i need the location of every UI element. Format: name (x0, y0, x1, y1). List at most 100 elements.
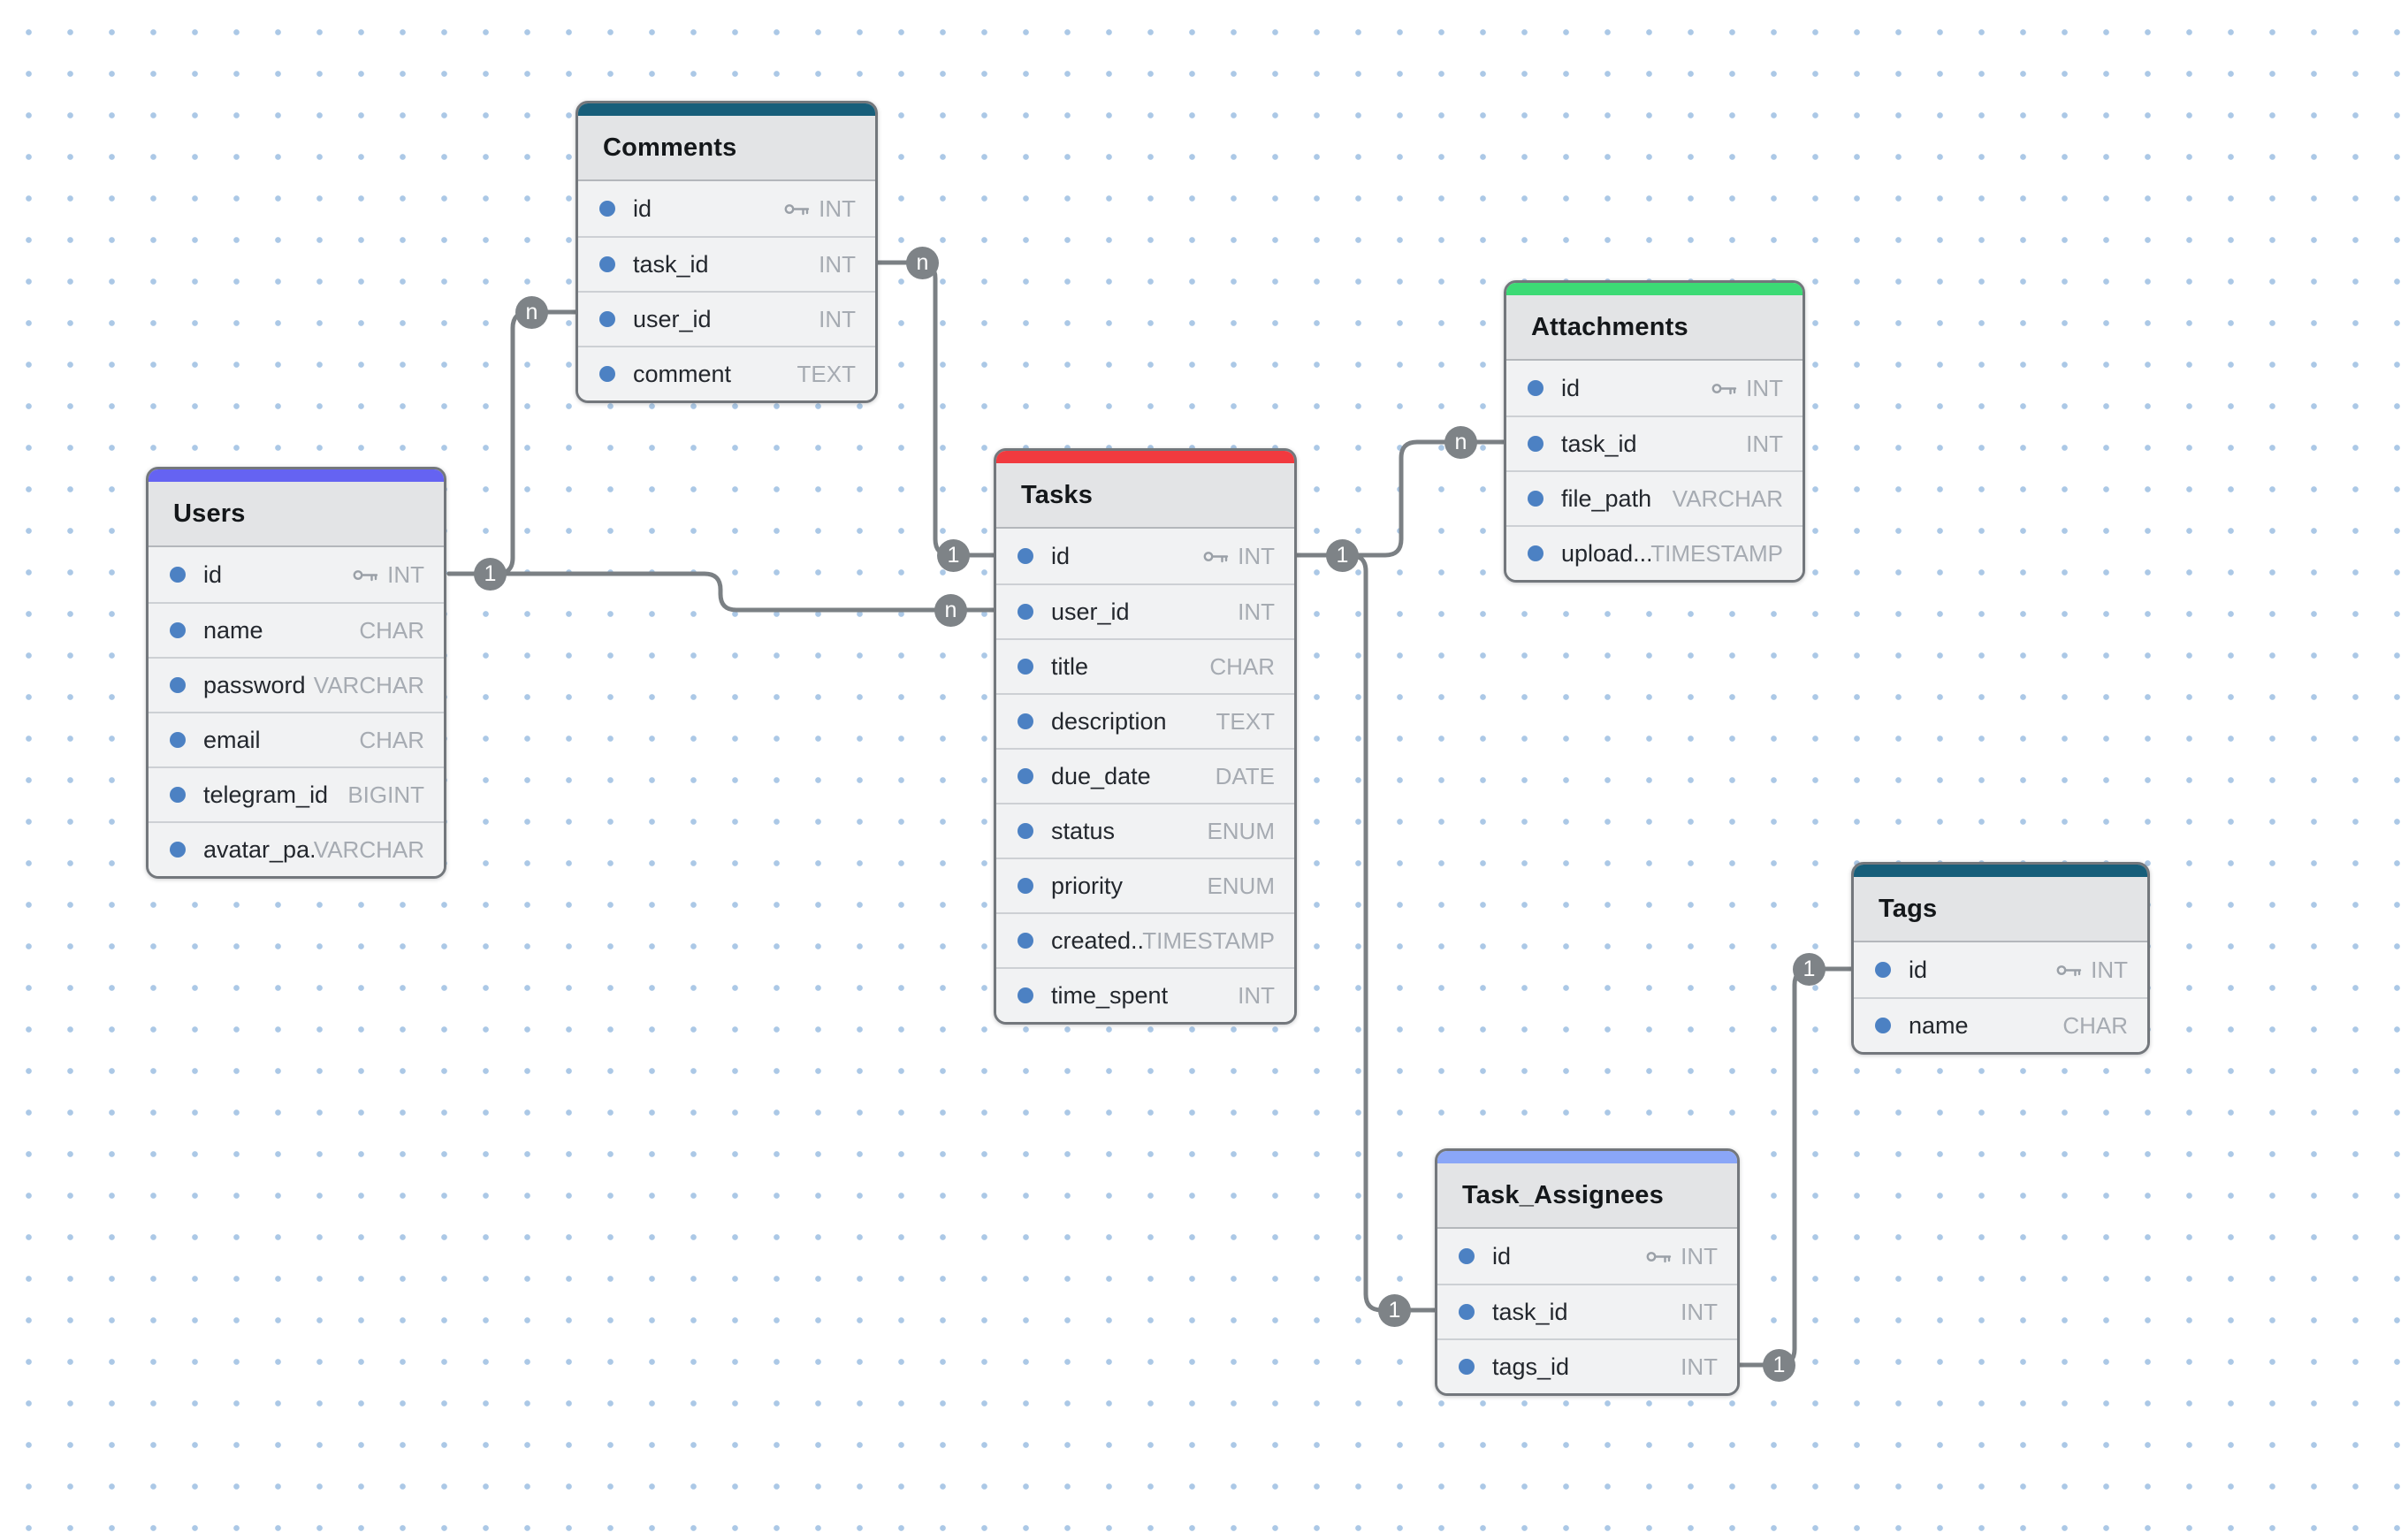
field-row-users-password[interactable]: password VARCHAR (149, 657, 444, 712)
field-type-group: TEXT (797, 361, 856, 388)
table-accent-bar (149, 469, 444, 482)
field-name: id (1492, 1242, 1512, 1269)
field-row-tasks-time-spent[interactable]: time_spent INT (996, 967, 1294, 1022)
field-type-group: INT (2056, 957, 2128, 984)
table-accent-bar (996, 451, 1294, 463)
field-row-comments-user-id[interactable]: user_id INT (578, 291, 875, 346)
field-type-group: INT (819, 251, 856, 278)
field-name: avatar_pa... (203, 835, 314, 863)
field-name: due_date (1051, 762, 1151, 789)
cardinality-badge: 1 (474, 558, 507, 591)
relationship-line-users-tasks[interactable] (446, 571, 996, 613)
field-row-users-email[interactable]: email CHAR (149, 712, 444, 766)
table-title: Users (173, 499, 246, 528)
field-row-task-assignees-id[interactable]: id INT (1437, 1229, 1737, 1284)
field-row-users-name[interactable]: name CHAR (149, 602, 444, 657)
field-row-tasks-title[interactable]: title CHAR (996, 638, 1294, 693)
field-name: tags_id (1492, 1353, 1570, 1380)
table-tags[interactable]: Tags id INT name CHAR (1851, 862, 2150, 1055)
field-row-tasks-status[interactable]: status ENUM (996, 803, 1294, 858)
field-dot-icon (1018, 823, 1033, 839)
table-header-users[interactable]: Users (149, 482, 444, 547)
field-row-comments-id[interactable]: id INT (578, 181, 875, 236)
field-row-comments-comment[interactable]: comment TEXT (578, 346, 875, 400)
field-type: BIGINT (347, 781, 424, 808)
table-accent-bar (578, 103, 875, 116)
field-row-task-assignees-task-id[interactable]: task_id INT (1437, 1284, 1737, 1338)
field-row-users-id[interactable]: id INT (149, 547, 444, 602)
field-row-tasks-user-id[interactable]: user_id INT (996, 583, 1294, 638)
table-header-attachments[interactable]: Attachments (1506, 295, 1803, 361)
field-name: description (1051, 707, 1167, 735)
field-type-group: CHAR (2062, 1012, 2128, 1040)
relationship-line-tasks-comments[interactable] (875, 260, 996, 558)
field-name: id (1561, 374, 1581, 401)
field-type-group: ENUM (1207, 873, 1275, 900)
field-name: task_id (1561, 430, 1637, 457)
field-type-group: INT (1681, 1353, 1718, 1381)
field-dot-icon (1018, 768, 1033, 784)
field-row-tags-name[interactable]: name CHAR (1854, 997, 2147, 1052)
field-name: id (203, 560, 223, 588)
relationship-line-tags-task-assignees[interactable] (1737, 966, 1854, 1368)
table-header-tags[interactable]: Tags (1854, 877, 2147, 942)
table-comments[interactable]: Comments id INT task_id INT user_id INT … (575, 101, 878, 403)
field-name: comment (633, 360, 732, 387)
field-dot-icon (1528, 491, 1544, 507)
table-header-tasks[interactable]: Tasks (996, 463, 1294, 529)
field-name: password (203, 671, 306, 698)
field-type: INT (2091, 956, 2128, 983)
field-type: INT (819, 305, 856, 332)
field-row-attachments-uploaded-at[interactable]: upload... TIMESTAMP (1506, 525, 1803, 580)
field-row-tasks-created-at[interactable]: created... TIMESTAMP (996, 912, 1294, 967)
field-row-tags-id[interactable]: id INT (1854, 942, 2147, 997)
field-type-group: INT (1238, 982, 1275, 1010)
field-row-users-avatar-path[interactable]: avatar_pa... VARCHAR (149, 821, 444, 876)
cardinality-badge: n (934, 594, 967, 627)
field-row-comments-task-id[interactable]: task_id INT (578, 236, 875, 291)
field-row-attachments-id[interactable]: id INT (1506, 361, 1803, 415)
relationship-line-tasks-attachments[interactable] (1294, 439, 1506, 558)
table-title: Tags (1879, 894, 1938, 923)
field-row-task-assignees-tags-id[interactable]: tags_id INT (1437, 1338, 1737, 1393)
relationship-line-users-comments[interactable] (446, 309, 578, 576)
table-title: Tasks (1021, 480, 1094, 509)
primary-key-icon (353, 569, 378, 581)
field-row-users-telegram-id[interactable]: telegram_id BIGINT (149, 766, 444, 821)
field-name: telegram_id (203, 781, 329, 808)
field-type-group: INT (1238, 598, 1275, 626)
field-dot-icon (170, 622, 186, 638)
table-task-assignees[interactable]: Task_Assignees id INT task_id INT tags_i… (1435, 1148, 1740, 1396)
field-type-group: TIMESTAMP (1650, 540, 1783, 568)
table-attachments[interactable]: Attachments id INT task_id INT file_path… (1504, 280, 1805, 583)
field-row-attachments-file-path[interactable]: file_path VARCHAR (1506, 470, 1803, 525)
field-dot-icon (1528, 545, 1544, 561)
field-dot-icon (599, 311, 615, 327)
field-dot-icon (1875, 962, 1891, 978)
field-type: TEXT (797, 360, 856, 387)
cardinality-badge: 1 (1793, 953, 1826, 986)
field-row-tasks-description[interactable]: description TEXT (996, 693, 1294, 748)
field-row-attachments-task-id[interactable]: task_id INT (1506, 415, 1803, 470)
table-header-comments[interactable]: Comments (578, 116, 875, 181)
table-accent-bar (1437, 1151, 1737, 1163)
field-dot-icon (599, 366, 615, 382)
field-dot-icon (1018, 548, 1033, 564)
table-tasks[interactable]: Tasks id INT user_id INT title CHAR desc… (994, 448, 1297, 1025)
field-type: VARCHAR (313, 835, 424, 863)
table-header-task-assignees[interactable]: Task_Assignees (1437, 1163, 1737, 1229)
table-users[interactable]: Users id INT name CHAR password VARCHAR … (146, 467, 446, 879)
field-type-group: INT (1711, 375, 1783, 402)
field-row-tasks-id[interactable]: id INT (996, 529, 1294, 583)
field-type: ENUM (1207, 872, 1275, 899)
field-name: title (1051, 652, 1089, 680)
field-type: INT (387, 560, 424, 588)
field-name: name (1909, 1011, 1969, 1039)
field-row-tasks-priority[interactable]: priority ENUM (996, 858, 1294, 912)
field-row-tasks-due-date[interactable]: due_date DATE (996, 748, 1294, 803)
relationship-line-tasks-task-assignees[interactable] (1294, 553, 1437, 1313)
table-title: Task_Assignees (1462, 1180, 1664, 1209)
table-accent-bar (1854, 865, 2147, 877)
field-type-group: VARCHAR (314, 672, 424, 699)
